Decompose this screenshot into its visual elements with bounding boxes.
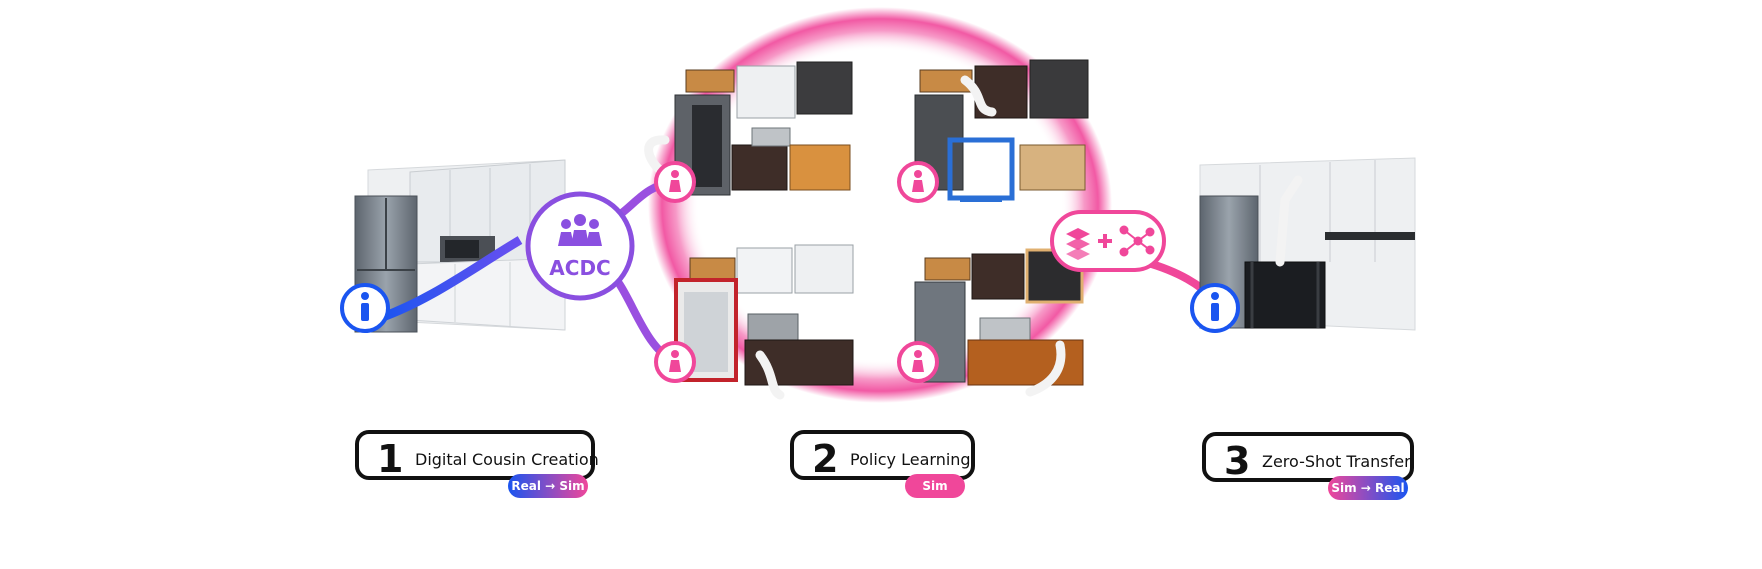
- plus-icon: [1098, 234, 1112, 248]
- robot-arm-4: [1025, 340, 1066, 397]
- real-robot-kitchen-image: [1199, 157, 1416, 331]
- step-3-tag: Sim → Real: [1328, 476, 1408, 500]
- real-to-hub-connector: [378, 236, 523, 323]
- person-icon: [669, 170, 924, 372]
- neural-network-icon: [1119, 225, 1155, 257]
- step-1-box: 1 Digital Cousin Creation: [355, 430, 599, 481]
- step-3-label: Zero-Shot Transfer: [1262, 452, 1411, 471]
- step-2-tag: Sim: [905, 474, 965, 498]
- sim-kitchen-top-right: [914, 59, 1089, 202]
- robot-arm-3: [960, 75, 997, 117]
- step-3-number: 3: [1224, 439, 1251, 483]
- step-2-number: 2: [812, 437, 839, 481]
- step-1-number: 1: [377, 437, 404, 481]
- step-2-label: Policy Learning: [850, 450, 971, 469]
- real-kitchen-image: [354, 159, 566, 333]
- info-icon: [361, 292, 1219, 321]
- layers-icon: [1066, 228, 1090, 260]
- acdc-label: ACDC: [549, 256, 611, 280]
- robot-arm-1: [644, 135, 670, 175]
- people-group-icon: [558, 214, 602, 246]
- step-3-box: 3 Zero-Shot Transfer: [1202, 432, 1414, 483]
- step-2-box: 2 Policy Learning: [790, 430, 975, 481]
- step-1-label: Digital Cousin Creation: [415, 450, 599, 469]
- step-1-tag: Real → Sim: [508, 474, 588, 498]
- robot-arm-2: [755, 350, 785, 400]
